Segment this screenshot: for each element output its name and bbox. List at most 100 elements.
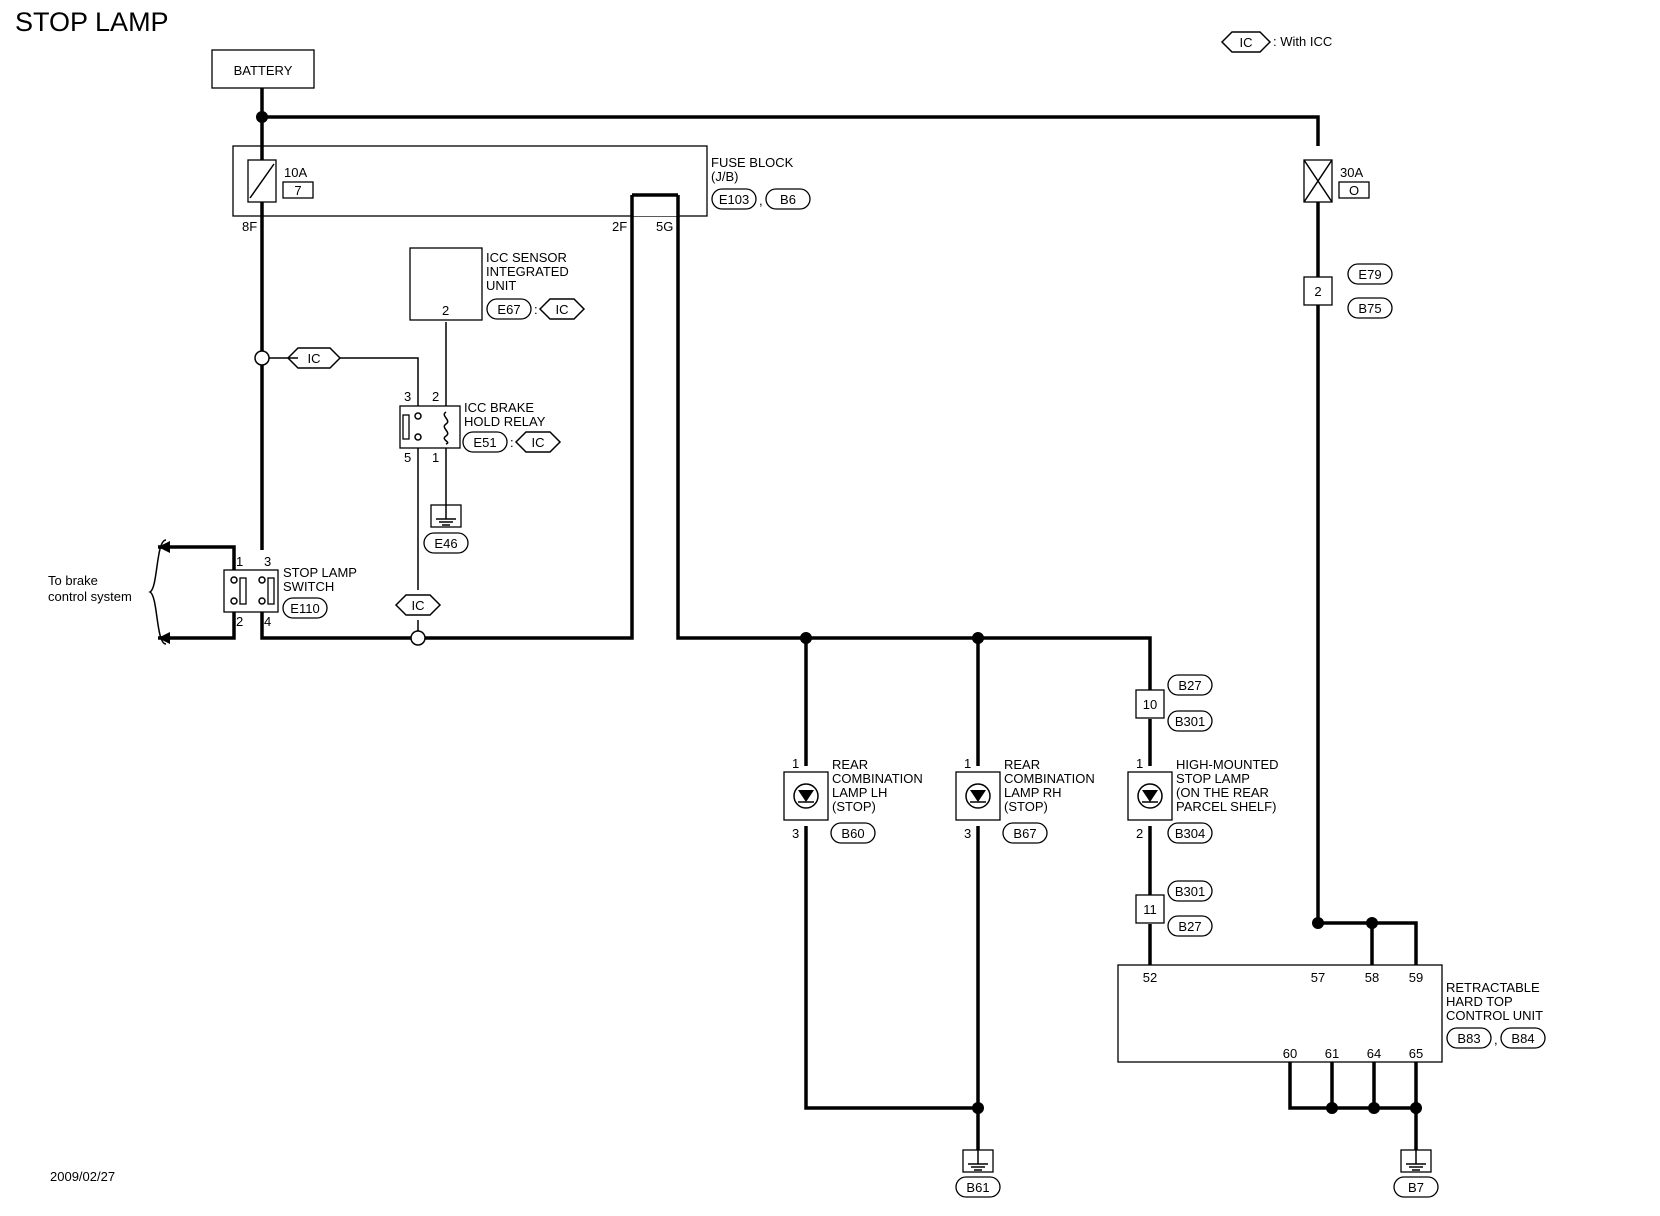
- bulb-diode-icon: [798, 790, 814, 802]
- lamp-lh-line4: (STOP): [832, 799, 876, 814]
- fuse-rating: 10A: [284, 165, 307, 180]
- connector-tag: [1167, 915, 1213, 937]
- legend-symbol: IC: [1240, 35, 1253, 50]
- cu-pin-65: 65: [1409, 1046, 1423, 1061]
- connector-tag: [1167, 710, 1213, 732]
- lamp-rh-line4: (STOP): [1004, 799, 1048, 814]
- connector-tag: [1347, 263, 1393, 285]
- lamp-lh-pin-bottom: 3: [792, 826, 799, 841]
- connector-b75: B75: [1358, 301, 1381, 316]
- connector-b84: B84: [1511, 1031, 1534, 1046]
- junction-dot: [1410, 1102, 1422, 1114]
- arrow-left-icon: [158, 632, 170, 644]
- separator: ,: [759, 193, 763, 208]
- bulb-diode-icon: [1142, 790, 1158, 802]
- fuse-30a-number: O: [1349, 183, 1359, 198]
- inline-10-top: B27: [1178, 678, 1201, 693]
- date-stamp: 2009/02/27: [50, 1169, 115, 1184]
- relay-coil-icon: [443, 411, 449, 445]
- fuse-30a: 30A O: [1303, 159, 1370, 203]
- fusible-link-cross: [1303, 159, 1333, 203]
- ground-b61-label: B61: [966, 1180, 989, 1195]
- connector-e103: E103: [719, 192, 749, 207]
- cu-pin-52: 52: [1143, 970, 1157, 985]
- cu-pin-57: 57: [1311, 970, 1325, 985]
- ground-b61: B61: [955, 1149, 1001, 1198]
- connector-tag: [1500, 1027, 1546, 1049]
- inline-connector-10: 10 B27 B301: [1135, 674, 1213, 732]
- legend: IC : With ICC: [1220, 31, 1332, 53]
- connector-tag: [1446, 1027, 1492, 1049]
- junction-dot: [1368, 1102, 1380, 1114]
- lamp-high-mounted: 1 2 HIGH-MOUNTED STOP LAMP (ON THE REAR …: [1127, 756, 1279, 844]
- option-symbol-icon: [286, 347, 342, 369]
- separator: :: [510, 435, 514, 450]
- lamp-lh-pin-top: 1: [792, 756, 799, 771]
- inline-11-bottom: B27: [1178, 919, 1201, 934]
- relay-pin-5: 5: [404, 450, 411, 465]
- switch-pin-1: 1: [236, 554, 243, 569]
- lamp-lh-line2: COMBINATION: [832, 771, 923, 786]
- pin-5g: 5G: [656, 219, 673, 234]
- ground-e46-label: E46: [434, 536, 457, 551]
- option-symbol-icon: [394, 594, 442, 616]
- lamp-rh-line3: LAMP RH: [1004, 785, 1062, 800]
- ground-e46: E46: [423, 504, 469, 554]
- wire-lamp-lh-ground: [804, 826, 978, 1110]
- lamp-rh-line1: REAR: [1004, 757, 1040, 772]
- relay-pin-2: 2: [432, 389, 439, 404]
- cu-pin-60: 60: [1283, 1046, 1297, 1061]
- cu-pin-58: 58: [1365, 970, 1379, 985]
- brake-note-line2: control system: [48, 589, 132, 604]
- connector-tag: [830, 822, 876, 844]
- inline-pin: 2: [1314, 284, 1321, 299]
- brake-note-line1: To brake: [48, 573, 98, 588]
- page-title: STOP LAMP: [15, 7, 169, 37]
- fuse-block-box: [232, 145, 708, 217]
- cu-pin-59: 59: [1409, 970, 1423, 985]
- relay-contact: [414, 412, 422, 420]
- connector-tag: [1167, 674, 1213, 696]
- relay-contact: [414, 433, 422, 441]
- wire-main-bus: [262, 115, 1320, 146]
- control-unit-box: [1117, 964, 1443, 1063]
- wire-2f-5g-loop: [260, 193, 1152, 690]
- inline-10-bottom: B301: [1175, 714, 1205, 729]
- fuse-block-label: FUSE BLOCK: [711, 155, 794, 170]
- connector-b304: B304: [1175, 826, 1205, 841]
- fuse-30a-rating: 30A: [1340, 165, 1363, 180]
- cu-pin-61: 61: [1325, 1046, 1339, 1061]
- inline-pin-box: [1135, 894, 1165, 924]
- inline-pin-box: [1135, 689, 1165, 719]
- cu-line2: HARD TOP: [1446, 994, 1513, 1009]
- switch-pin-2: 2: [236, 614, 243, 629]
- connector-e67: E67: [497, 302, 520, 317]
- bulb-diode-icon: [970, 790, 986, 802]
- wire-relay-pin3: [340, 357, 419, 410]
- icc-sensor-line1: ICC SENSOR: [486, 250, 567, 265]
- switch-blade-icon: [267, 577, 275, 605]
- fuse-30a-number-box: [1338, 181, 1370, 199]
- fuse-block-notch: [632, 195, 678, 216]
- switch-contact: [258, 597, 266, 605]
- lamp-high-line2: STOP LAMP: [1176, 771, 1250, 786]
- lamp-rh: 1 3 REAR COMBINATION LAMP RH (STOP) B67: [955, 756, 1095, 844]
- brake-arrows: To brake control system: [48, 539, 170, 645]
- icc-sensor: 2 ICC SENSOR INTEGRATED UNIT E67 : IC: [409, 247, 586, 321]
- connector-e51: E51: [473, 435, 496, 450]
- ic-upper-label: IC: [308, 351, 321, 366]
- ic-lower-label: IC: [412, 598, 425, 613]
- inline-connector-11: 11 B301 B27: [1135, 880, 1213, 937]
- ground-icon: [1406, 1150, 1426, 1171]
- wire-switch-pin1: [158, 545, 236, 574]
- fuse-number: 7: [294, 183, 301, 198]
- lamp-high-pin-top: 1: [1136, 756, 1143, 771]
- connector-b60: B60: [841, 826, 864, 841]
- cu-line1: RETRACTABLE: [1446, 980, 1540, 995]
- fuse-slash: [249, 163, 275, 199]
- icc-sensor-box: [409, 247, 483, 321]
- fuse-number-box: [282, 181, 314, 199]
- icc-sensor-option: IC: [556, 302, 569, 317]
- relay-line1: ICC BRAKE: [464, 400, 534, 415]
- connector-e79: E79: [1358, 267, 1381, 282]
